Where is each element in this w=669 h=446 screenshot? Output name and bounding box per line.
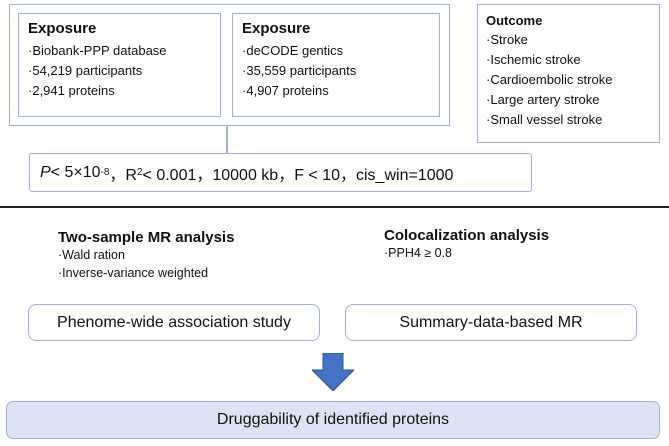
exposure-item: deCODE gentics xyxy=(242,41,439,61)
mr-analysis-item: Wald ration xyxy=(58,246,234,264)
coloc-analysis-title: Colocalization analysis xyxy=(384,227,550,244)
outcome-item: Large artery stroke xyxy=(486,90,659,110)
smr-label: Summary-data-based MR xyxy=(399,313,583,331)
outcome-item: Cardioembolic stroke xyxy=(486,70,659,90)
outcome-item: Ischemic stroke xyxy=(486,50,659,70)
r-exponent: 2 xyxy=(136,167,143,178)
outcome-item: Stroke xyxy=(486,30,659,50)
coloc-analysis-section: Colocalization analysis PPH4 ≥ 0.8 xyxy=(384,227,549,262)
p-threshold: < 5×10 xyxy=(50,163,101,181)
exposure-item: 2,941 proteins xyxy=(28,81,220,101)
druggability-label: Druggability of identified proteins xyxy=(216,411,450,428)
phewas-label: Phenome-wide association study xyxy=(57,313,291,331)
exposure-box-decode: Exposure deCODE gentics 35,559 participa… xyxy=(232,13,440,117)
exposure-item: 35,559 participants xyxy=(242,61,439,81)
smr-box: Summary-data-based MR xyxy=(345,304,637,341)
criteria-rest: < 0.001，10000 kb，F < 10，cis_win=1000 xyxy=(142,166,454,184)
mr-analysis-section: Two-sample MR analysis Wald ration Inver… xyxy=(58,229,234,282)
exposure-group xyxy=(9,4,450,126)
section-divider xyxy=(0,206,669,208)
exposure-box-biobank: Exposure Biobank-PPP database 54,219 par… xyxy=(18,13,221,117)
down-arrow-icon xyxy=(312,353,354,391)
r-symbol: ，R xyxy=(109,166,137,184)
exposure-item: 54,219 participants xyxy=(28,61,220,81)
exposure-item: 4,907 proteins xyxy=(242,81,439,101)
phewas-box: Phenome-wide association study xyxy=(28,304,320,341)
connector-line xyxy=(226,126,228,153)
exposure-title: Exposure xyxy=(242,20,311,37)
exposure-item: Biobank-PPP database xyxy=(28,41,220,61)
outcome-box: Outcome Stroke Ischemic stroke Cardioemb… xyxy=(477,4,660,143)
mr-analysis-title: Two-sample MR analysis xyxy=(58,229,235,246)
outcome-title: Outcome xyxy=(486,13,543,28)
druggability-box: Druggability of identified proteins xyxy=(6,401,660,439)
exposure-title: Exposure xyxy=(28,20,97,37)
mr-analysis-item: Inverse-variance weighted xyxy=(58,264,234,282)
coloc-analysis-item: PPH4 ≥ 0.8 xyxy=(384,244,549,262)
outcome-item: Small vessel stroke xyxy=(486,110,659,130)
p-exponent: -8 xyxy=(100,167,110,178)
p-symbol: P xyxy=(40,163,51,181)
